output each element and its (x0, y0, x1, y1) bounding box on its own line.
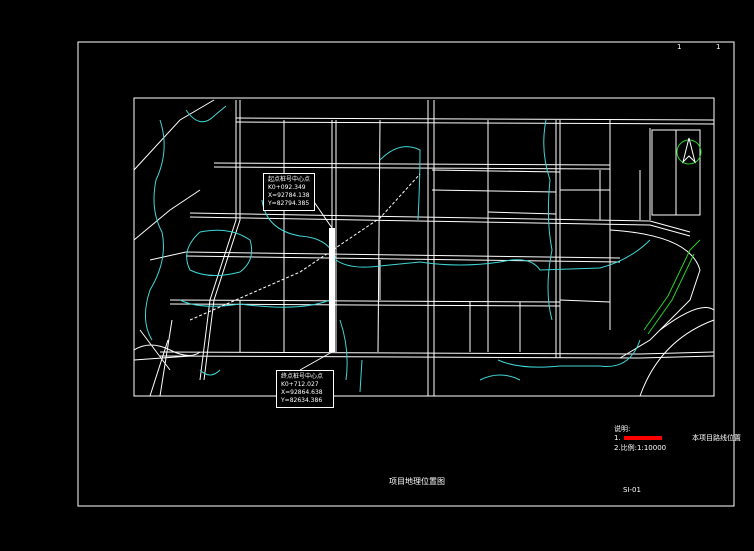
road-v1b (203, 100, 241, 381)
river-8 (379, 146, 421, 221)
road-h4 (185, 251, 621, 259)
road-h6 (159, 351, 715, 355)
river-6 (339, 319, 363, 393)
project-route (189, 173, 421, 352)
river-4 (186, 229, 253, 276)
legend-title: 说明: (614, 425, 631, 433)
road-h5 (169, 299, 561, 303)
start-point-callout: 起点桩号中心点 K0+092.349 X=92784.138 Y=82794.3… (263, 173, 315, 211)
sheet-title: 项目地理位置图 (389, 477, 445, 486)
legend-item1-number: 1. (614, 434, 621, 442)
callout-line: 终点桩号中心点 (281, 373, 324, 380)
road-h2b (213, 166, 611, 170)
callout-line: 起点桩号中心点 (268, 176, 311, 183)
road-h1b (235, 121, 715, 125)
route-dashed (189, 173, 421, 321)
legend-item2: 2.比例:1:10000 (614, 444, 667, 452)
river-2 (185, 105, 227, 123)
river-network (145, 105, 651, 393)
river-3 (261, 199, 651, 271)
end-point-callout: 终点桩号中心点 K0+712.027 X=92864.638 Y=82634.3… (276, 370, 334, 408)
river-5 (179, 299, 331, 308)
callout-line: Y=82634.386 (281, 397, 323, 404)
road-west-diag (133, 99, 215, 261)
river-7 (497, 339, 641, 368)
callout-line: Y=82794.385 (268, 200, 310, 207)
road-network (133, 99, 715, 397)
road-h6b (159, 355, 715, 359)
page-mark: 1 (677, 43, 682, 51)
road-h3b (189, 216, 691, 237)
road-h1 (235, 117, 715, 121)
callout-leader-2 (299, 351, 333, 371)
callout-line: X=92864.638 (281, 389, 323, 396)
top-right-blocks (651, 129, 701, 216)
legend-red-swatch (624, 436, 662, 440)
road-h3 (189, 212, 691, 233)
map-frame (133, 97, 715, 397)
road-v1 (199, 100, 237, 381)
road-h2 (213, 162, 611, 166)
road-h4b (185, 255, 621, 263)
block-lines (239, 169, 641, 352)
callout-line: K0+092.349 (268, 184, 306, 191)
road-east-curve (609, 229, 701, 359)
green-segment (643, 239, 701, 335)
road-east-curve2 (639, 307, 715, 397)
road-v4 (377, 119, 381, 353)
interchange (133, 319, 201, 397)
callout-line: X=92784.138 (268, 192, 310, 199)
outer-frame (77, 41, 735, 507)
callout-line: K0+712.027 (281, 381, 319, 388)
legend-item1-text: 本项目路线位置 (692, 434, 741, 442)
page-mark: 1 (716, 43, 721, 51)
drawing-number: SI-01 (623, 486, 641, 494)
river-1 (145, 119, 165, 341)
river-10 (199, 369, 521, 381)
river-9 (543, 119, 553, 321)
north-arrow-icon (676, 137, 702, 165)
